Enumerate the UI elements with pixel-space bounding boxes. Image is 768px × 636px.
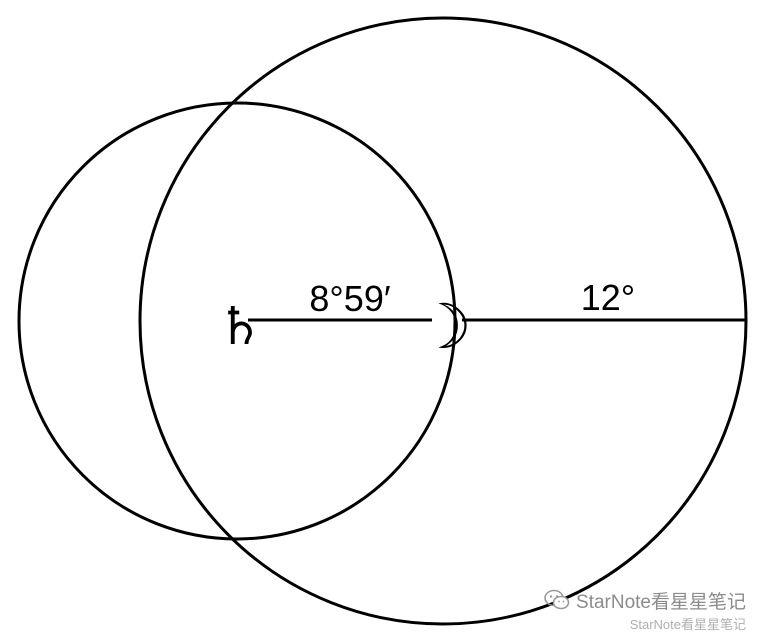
wechat-icon — [544, 589, 570, 616]
saturn-moon-distance-label: 8°59′ — [309, 278, 390, 319]
watermark-subtext: StarNote看星星笔记 — [629, 617, 746, 633]
watermark-main: StarNote看星星笔记 — [544, 589, 746, 616]
watermark: StarNote看星星笔记 StarNote看星星笔记 — [544, 589, 746, 632]
saturn-symbol: ♄ — [217, 297, 264, 357]
watermark-text: StarNote看星星笔记 — [576, 591, 746, 613]
moon-symbol: ☽ — [416, 290, 472, 363]
saturn-circle — [17, 101, 457, 541]
moon-radius-label: 12° — [581, 277, 635, 318]
